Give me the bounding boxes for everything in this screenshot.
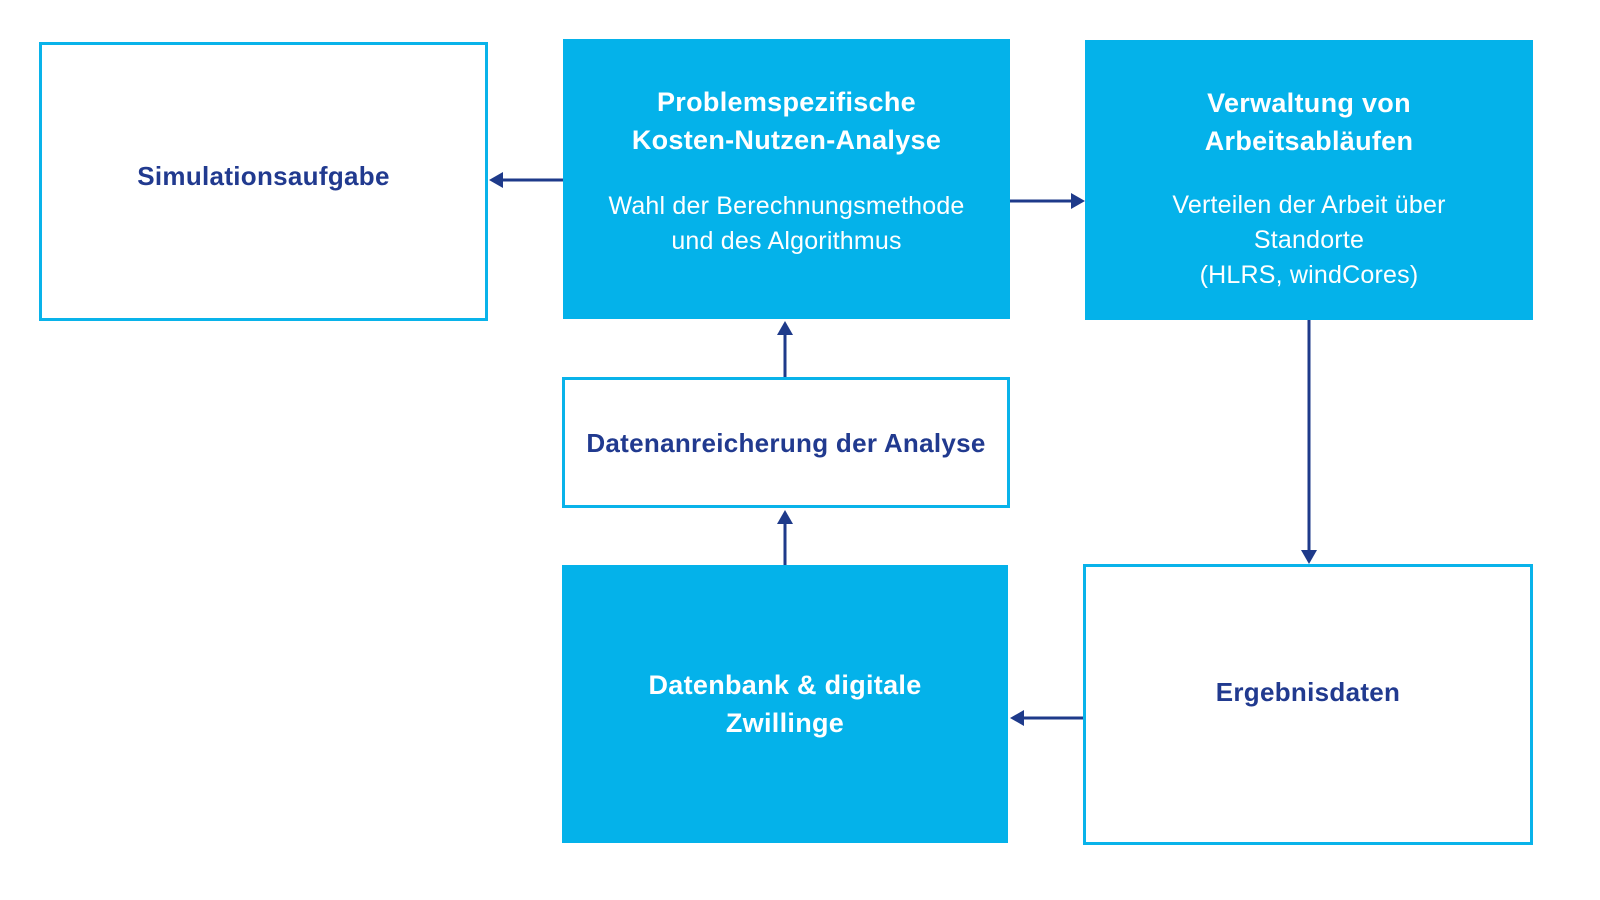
arrowhead-right (1071, 193, 1085, 209)
node-subtitle: Verteilen der Arbeit über Standorte (HLR… (1172, 191, 1446, 289)
node-title: Simulationsaufgabe (137, 161, 390, 191)
node-simulationsaufgabe: Simulationsaufgabe (39, 42, 488, 321)
node-subtitle: Wahl der Berechnungsmethode und des Algo… (608, 192, 965, 255)
node-datenbank-zwillinge: Datenbank & digitale Zwillinge (562, 565, 1008, 843)
arrowhead-up (777, 321, 793, 335)
node-title: Ergebnisdaten (1215, 676, 1401, 707)
node-title: Datenanreicherung der Analyse (586, 427, 986, 458)
node-datenanreicherung: Datenanreicherung der Analyse (562, 377, 1010, 508)
node-kosten-nutzen-analyse: Problemspezifische Kosten-Nutzen-Analyse… (563, 39, 1010, 319)
arrowhead-left (1010, 710, 1024, 726)
node-title: Problemspezifische Kosten-Nutzen-Analyse (631, 87, 942, 155)
arrowhead-down (1301, 550, 1317, 564)
node-title: Datenbank & digitale Zwillinge (648, 670, 922, 738)
node-title: Verwaltung von Arbeitsabläufen (1204, 88, 1414, 156)
node-ergebnisdaten: Ergebnisdaten (1083, 564, 1533, 845)
node-verwaltung-arbeitsablaeufe: Verwaltung von Arbeitsabläufen Verteilen… (1085, 40, 1533, 320)
arrowhead-left (489, 172, 503, 188)
arrowhead-up (777, 510, 793, 524)
